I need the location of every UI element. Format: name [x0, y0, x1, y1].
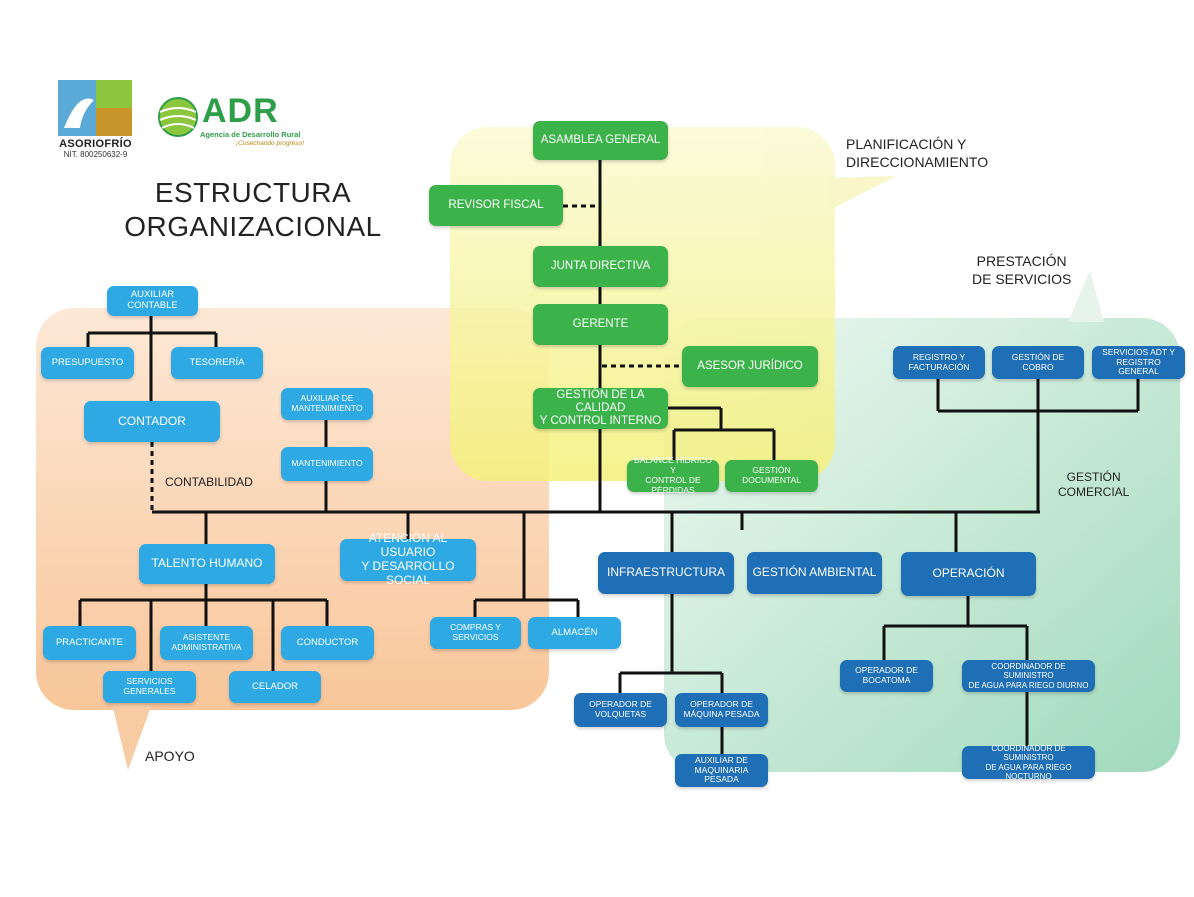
node-contador[interactable]: CONTADOR	[84, 401, 220, 442]
contabilidad-label: CONTABILIDAD	[165, 475, 253, 489]
coord-diurno-line-2: DE AGUA PARA RIEGO DIURNO	[968, 680, 1089, 690]
operador-volquetas-line-2: VOLQUETAS	[594, 709, 647, 719]
asoriofrio-logo-mark	[58, 80, 132, 136]
asoriofrio-name: ASORIOFRÍO	[59, 138, 132, 150]
node-gestion-cobro[interactable]: GESTIÓN DE COBRO	[992, 346, 1084, 379]
node-coordinador-riego-nocturno[interactable]: COORDINADOR DE SUMINISTRO DE AGUA PARA R…	[962, 744, 1095, 781]
planning-label-line-2: DIRECCIONAMIENTO	[846, 153, 989, 170]
node-balance-hidrico[interactable]: BALANCE HÍDRICO Y CONTROL DE PÉRDIDAS	[627, 456, 719, 495]
support-region-label: APOYO	[145, 748, 195, 764]
node-infraestructura[interactable]: INFRAESTRUCTURA	[598, 552, 734, 594]
node-registro-facturacion[interactable]: REGISTRO Y FACTURACIÓN	[893, 346, 985, 379]
node-atencion-usuario[interactable]: ATENCIÓN AL USUARIO Y DESARROLLO SOCIAL	[340, 532, 476, 587]
auxiliar-mantenimiento-line-2: MANTENIMIENTO	[291, 403, 363, 413]
node-operacion[interactable]: OPERACIÓN	[901, 552, 1036, 596]
node-tesoreria[interactable]: TESORERÍA	[171, 347, 263, 379]
node-auxiliar-mantenimiento[interactable]: AUXILIAR DE MANTENIMIENTO	[281, 388, 373, 420]
node-auxiliar-maquinaria-pesada[interactable]: AUXILIAR DE MAQUINARIA PESADA	[675, 754, 768, 787]
coord-nocturno-line-1: COORDINADOR DE SUMINISTRO	[991, 744, 1066, 763]
atencion-usuario-line-1: ATENCIÓN AL USUARIO	[368, 531, 448, 560]
node-gestion-calidad[interactable]: GESTIÓN DE LA CALIDAD Y CONTROL INTERNO	[533, 388, 668, 429]
node-gerente[interactable]: GERENTE	[533, 304, 668, 345]
node-operador-bocatoma[interactable]: OPERADOR DE BOCATOMA	[840, 660, 933, 692]
planning-region	[450, 127, 896, 481]
node-asamblea-general[interactable]: ASAMBLEA GENERAL	[533, 121, 668, 160]
connector-lines	[78, 160, 1140, 754]
gestion-comercial-line-2: COMERCIAL	[1058, 485, 1130, 499]
dotted-lines	[150, 204, 682, 512]
title-line-2: ORGANIZACIONAL	[124, 210, 382, 242]
node-gestion-ambiental[interactable]: GESTIÓN AMBIENTAL	[747, 552, 882, 594]
services-label-line-2: DE SERVICIOS	[972, 270, 1072, 287]
gestion-calidad-line-2: Y CONTROL INTERNO	[539, 415, 662, 428]
node-almacen[interactable]: ALMACÉN	[528, 617, 621, 649]
asoriofrio-nit: NIT. 800250632-9	[63, 150, 128, 159]
asistente-administrativa-line-1: ASISTENTE	[182, 632, 231, 643]
services-region-label: PRESTACIÓN DE SERVICIOS	[972, 253, 1071, 288]
node-operador-maquina-pesada[interactable]: OPERADOR DE MÁQUINA PESADA	[675, 693, 768, 727]
operador-volquetas-line-1: OPERADOR DE	[589, 699, 652, 710]
atencion-usuario-line-2: Y DESARROLLO SOCIAL	[361, 559, 455, 587]
coord-nocturno-line-2: DE AGUA PARA RIEGO NOCTURNO	[985, 762, 1072, 781]
title-line-1: ESTRUCTURA	[154, 177, 352, 208]
adr-word: ADR	[202, 92, 279, 130]
auxiliar-mantenimiento-line-1: AUXILIAR DE	[300, 393, 354, 404]
operador-maquina-line-2: MÁQUINA PESADA	[683, 709, 760, 719]
node-coordinador-riego-diurno[interactable]: COORDINADOR DE SUMINISTRO DE AGUA PARA R…	[962, 660, 1095, 692]
operador-maquina-line-1: OPERADOR DE	[690, 699, 753, 710]
asistente-administrativa-line-2: ADMINISTRATIVA	[171, 642, 242, 652]
node-revisor-fiscal[interactable]: REVISOR FISCAL	[429, 185, 563, 226]
node-auxiliar-contable[interactable]: AUXILIAR CONTABLE	[107, 286, 198, 316]
node-compras-servicios[interactable]: COMPRAS Y SERVICIOS	[430, 617, 521, 649]
adr-logo-mark	[158, 97, 198, 137]
node-presupuesto[interactable]: PRESUPUESTO	[41, 347, 134, 379]
operador-bocatoma-line-1: OPERADOR DE	[855, 665, 918, 676]
node-celador[interactable]: CELADOR	[229, 671, 321, 703]
services-label-line-1: PRESTACIÓN	[976, 253, 1067, 269]
node-talento-humano[interactable]: TALENTO HUMANO	[139, 544, 275, 584]
auxiliar-maquinaria-line-2: MAQUINARIA PESADA	[694, 764, 749, 785]
node-servicios-generales[interactable]: SERVICIOS GENERALES	[103, 671, 196, 703]
node-servicios-adt[interactable]: SERVICIOS ADT Y REGISTRO GENERAL	[1092, 346, 1185, 379]
node-practicante[interactable]: PRACTICANTE	[43, 626, 136, 660]
node-junta-directiva[interactable]: JUNTA DIRECTIVA	[533, 246, 668, 287]
planning-label-line-1: PLANIFICACIÓN Y	[846, 136, 967, 152]
node-operador-volquetas[interactable]: OPERADOR DE VOLQUETAS	[574, 693, 667, 727]
servicios-adt-line-2: REGISTRO GENERAL	[1116, 356, 1161, 377]
node-asistente-administrativa[interactable]: ASISTENTE ADMINISTRATIVA	[160, 626, 253, 660]
page-title: ESTRUCTURA ORGANIZACIONAL	[118, 176, 388, 243]
registro-facturacion-line-2: FACTURACIÓN	[908, 361, 970, 372]
adr-tagline: ¡Cosechando progreso!	[236, 140, 304, 147]
asoriofrio-logo: ASORIOFRÍO NIT. 800250632-9	[58, 138, 133, 159]
gestion-comercial-line-1: GESTIÓN	[1066, 470, 1121, 484]
node-gestion-documental[interactable]: GESTIÓN DOCUMENTAL	[725, 460, 818, 492]
balance-hidrico-line-2: CONTROL DE PÉRDIDAS	[645, 475, 701, 495]
registro-facturacion-line-1: REGISTRO Y	[912, 351, 966, 362]
coord-diurno-line-1: COORDINADOR DE SUMINISTRO	[991, 662, 1066, 681]
node-asesor-juridico[interactable]: ASESOR JURÍDICO	[682, 346, 818, 387]
node-mantenimiento[interactable]: MANTENIMIENTO	[281, 447, 373, 481]
operador-bocatoma-line-2: BOCATOMA	[862, 675, 911, 685]
adr-subtitle: Agencia de Desarrollo Rural	[200, 130, 301, 139]
gestion-calidad-line-1: GESTIÓN DE LA CALIDAD	[556, 388, 645, 414]
planning-region-label: PLANIFICACIÓN Y DIRECCIONAMIENTO	[846, 136, 988, 171]
balance-hidrico-line-1: BALANCE HÍDRICO Y	[634, 455, 712, 476]
servicios-adt-line-1: SERVICIOS ADT Y	[1102, 346, 1175, 357]
node-conductor[interactable]: CONDUCTOR	[281, 626, 374, 660]
auxiliar-maquinaria-line-1: AUXILIAR DE	[695, 754, 748, 765]
gestion-comercial-label: GESTIÓN COMERCIAL	[1058, 470, 1129, 500]
